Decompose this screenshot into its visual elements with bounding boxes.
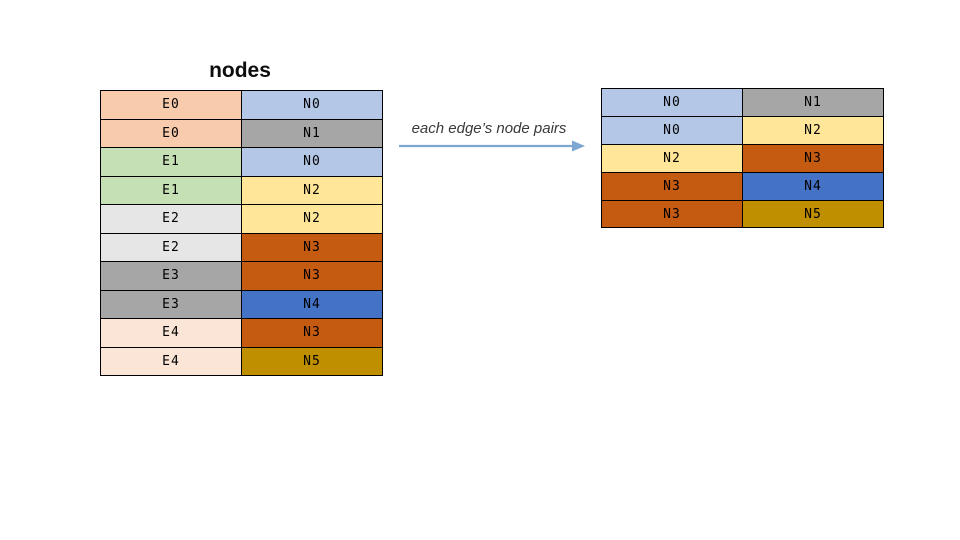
table-cell: N0 — [601, 115, 743, 145]
table-cell: N1 — [742, 88, 884, 117]
table-cell: E4 — [100, 346, 242, 376]
table-cell: N3 — [241, 318, 383, 348]
table-cell: E3 — [100, 261, 242, 291]
table-cell: E1 — [100, 147, 242, 177]
table-cell: N2 — [241, 175, 383, 205]
table-cell: N2 — [601, 143, 743, 173]
table-cell: E2 — [100, 204, 242, 234]
table-cell: E2 — [100, 232, 242, 262]
table-cell: N5 — [241, 346, 383, 376]
table-cell: N3 — [742, 143, 884, 173]
table-cell: E0 — [100, 90, 242, 120]
table-cell: N4 — [241, 289, 383, 319]
table-cell: N4 — [742, 171, 884, 201]
table-cell: N2 — [241, 204, 383, 234]
table-cell: N2 — [742, 115, 884, 145]
table-cell: N0 — [241, 147, 383, 177]
table-cell: E3 — [100, 289, 242, 319]
table-cell: N0 — [601, 88, 743, 117]
table-cell: N3 — [601, 171, 743, 201]
table-cell: N3 — [241, 232, 383, 262]
table-cell: N5 — [742, 199, 884, 229]
arrow-label: each edge’s node pairs — [411, 120, 567, 137]
table-cell: N3 — [601, 199, 743, 229]
table-cell: E0 — [100, 118, 242, 148]
table-cell: E4 — [100, 318, 242, 348]
table-cell: N3 — [241, 261, 383, 291]
table-cell: N1 — [241, 118, 383, 148]
table-cell: N0 — [241, 90, 383, 120]
right-arrow-icon — [399, 140, 585, 152]
edge-table-title: nodes — [209, 59, 271, 82]
table-cell: E1 — [100, 175, 242, 205]
